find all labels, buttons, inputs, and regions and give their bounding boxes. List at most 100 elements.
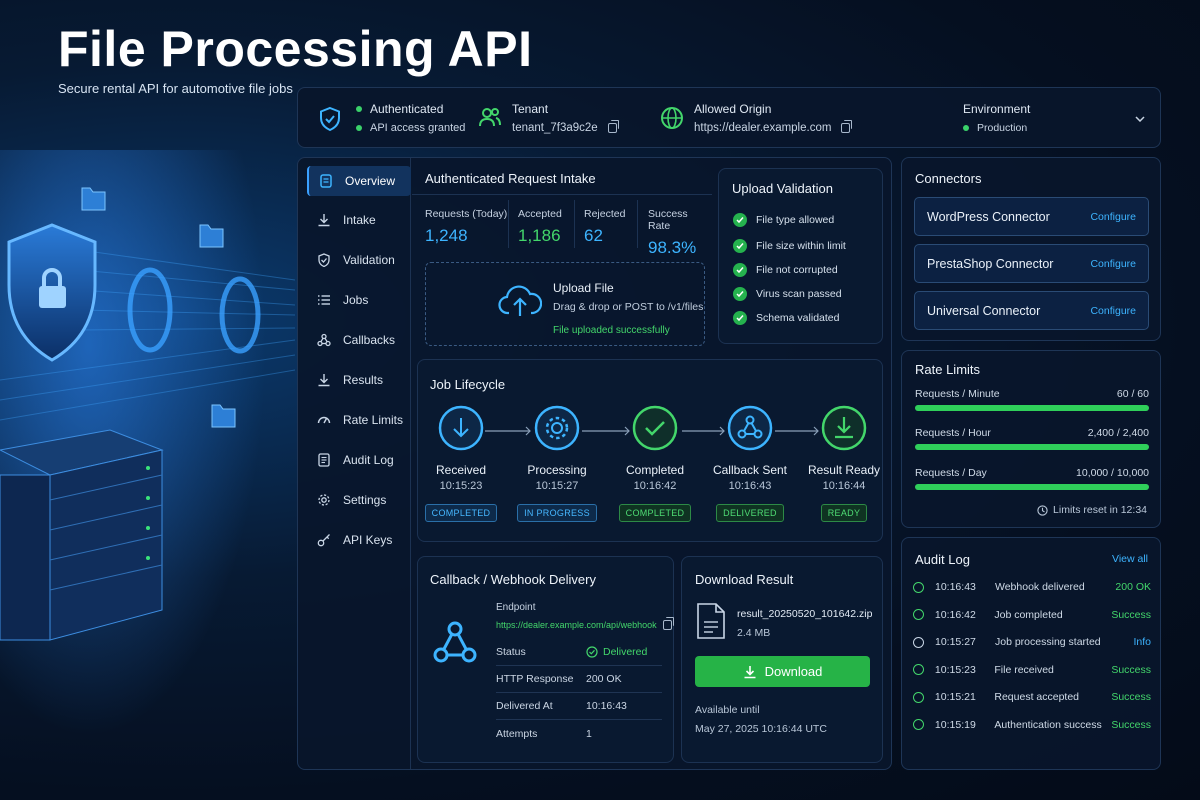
metric-value: 1,248: [425, 226, 468, 245]
rate-value: 2,400 / 2,400: [1087, 427, 1149, 439]
sidebar-item-rate-limits[interactable]: Rate Limits: [307, 405, 411, 435]
rate-limits-title: Rate Limits: [915, 362, 981, 377]
connectors-panel: Connectors WordPress Connector Configure…: [901, 157, 1161, 341]
stage-callback-sent: Callback Sent 10:16:43 DELIVERED: [700, 404, 800, 522]
auth-label: Authenticated: [370, 102, 444, 116]
sidebar-item-jobs[interactable]: Jobs: [307, 285, 411, 315]
sidebar-item-settings[interactable]: Settings: [307, 485, 411, 515]
clock-icon: [1037, 504, 1048, 516]
rate-bar: [915, 444, 1149, 450]
configure-link[interactable]: Configure: [1090, 304, 1136, 317]
upload-dropzone[interactable]: Upload File Drag & drop or POST to /v1/f…: [425, 262, 705, 346]
endpoint-label: Endpoint: [496, 602, 536, 613]
download-icon: [317, 373, 331, 387]
copy-icon[interactable]: [662, 617, 674, 630]
download-icon: [821, 405, 867, 451]
origin-info: Allowed Origin https://dealer.example.co…: [660, 102, 853, 134]
rate-label: Requests / Hour: [915, 427, 991, 439]
gauge-icon: [317, 413, 331, 427]
sidebar-item-label: Validation: [343, 253, 395, 267]
sidebar-item-label: Settings: [343, 493, 387, 507]
check-circle-icon: [586, 646, 598, 658]
endpoint-row: https://dealer.example.com/api/webhook: [496, 617, 674, 630]
sidebar-item-label: Callbacks: [343, 333, 396, 347]
overview-icon: [319, 174, 333, 188]
stage-time: 10:15:27: [535, 480, 579, 492]
sidebar-item-label: API Keys: [343, 533, 393, 547]
check-icon: [733, 263, 747, 277]
row-value: Delivered: [603, 646, 648, 658]
audit-event: Request accepted: [994, 691, 1080, 703]
stage-label: Processing: [527, 463, 587, 477]
connector-wordpress[interactable]: WordPress Connector Configure: [914, 197, 1149, 236]
check-circle-icon: [632, 405, 678, 451]
environment-selector[interactable]: Environment Production: [963, 102, 1145, 134]
connector-name: PrestaShop Connector: [927, 256, 1054, 271]
validation-check: Schema validated: [733, 311, 839, 325]
webhook-title: Callback / Webhook Delivery: [430, 572, 596, 587]
rate-value: 10,000 / 10,000: [1076, 467, 1149, 479]
sidebar-item-validation[interactable]: Validation: [307, 245, 411, 275]
metric-value: 62: [584, 226, 603, 245]
connectors-title: Connectors: [915, 171, 982, 186]
arrow-down-circle-icon: [438, 405, 484, 451]
stage-processing: Processing 10:15:27 IN PROGRESS: [507, 404, 607, 522]
webhook-icon: [317, 333, 331, 347]
check-circle-icon: [913, 664, 924, 675]
stage-time: 10:16:42: [633, 480, 677, 492]
audit-time: 10:16:43: [935, 581, 976, 593]
sidebar-item-intake[interactable]: Intake: [307, 205, 411, 235]
webhook-row: Status Delivered: [496, 639, 662, 666]
sidebar-item-label: Rate Limits: [343, 413, 404, 427]
copy-icon[interactable]: [841, 120, 853, 133]
download-button[interactable]: Download: [695, 656, 870, 687]
metric-success-rate: Success Rate 98.3%: [648, 208, 712, 258]
audit-status: Info: [1133, 636, 1151, 648]
webhook-delivery-card: Callback / Webhook Delivery Endpoint htt…: [417, 556, 674, 763]
check-label: Virus scan passed: [756, 288, 842, 300]
audit-event: File received: [994, 663, 1054, 676]
check-label: Schema validated: [756, 312, 840, 324]
sidebar-item-overview[interactable]: Overview: [307, 166, 411, 196]
endpoint-url[interactable]: https://dealer.example.com/api/webhook: [496, 620, 657, 630]
gear-icon: [534, 405, 580, 451]
metric-label: Requests (Today): [425, 208, 508, 220]
sidebar-item-audit-log[interactable]: Audit Log: [307, 445, 411, 475]
security-illustration: [0, 150, 295, 800]
check-circle-icon: [913, 581, 924, 593]
chevron-down-icon[interactable]: [1135, 116, 1145, 122]
view-all-link[interactable]: View all: [1112, 553, 1148, 565]
audit-time: 10:15:23: [934, 663, 976, 676]
check-icon: [733, 287, 747, 301]
connector-universal[interactable]: Universal Connector Configure: [914, 291, 1149, 330]
connector-name: WordPress Connector: [927, 209, 1050, 224]
configure-link[interactable]: Configure: [1090, 257, 1136, 270]
validation-title: Upload Validation: [732, 181, 833, 196]
clock-icon: [913, 636, 924, 648]
status-badge: COMPLETED: [424, 504, 498, 522]
row-value: 10:16:43: [586, 700, 627, 712]
metric-requests: Requests (Today) 1,248: [425, 208, 507, 246]
availability-label: Available until: [695, 704, 760, 716]
configure-link[interactable]: Configure: [1090, 210, 1136, 223]
connector-prestashop[interactable]: PrestaShop Connector Configure: [914, 244, 1149, 283]
rate-bar: [915, 484, 1149, 490]
sidebar-item-results[interactable]: Results: [307, 365, 411, 395]
tenant-label: Tenant: [512, 102, 549, 116]
row-key: Delivered At: [496, 700, 553, 712]
sidebar-item-callbacks[interactable]: Callbacks: [307, 325, 411, 355]
request-intake-section: Authenticated Request Intake Requests (T…: [412, 158, 712, 353]
origin-label: Allowed Origin: [694, 102, 772, 116]
sidebar-item-api-keys[interactable]: API Keys: [307, 525, 411, 555]
rate-label: Requests / Day: [915, 467, 987, 479]
file-size: 2.4 MB: [737, 627, 771, 639]
file-icon: [697, 603, 725, 639]
audit-status: Success: [1111, 691, 1151, 703]
copy-icon[interactable]: [607, 120, 619, 133]
